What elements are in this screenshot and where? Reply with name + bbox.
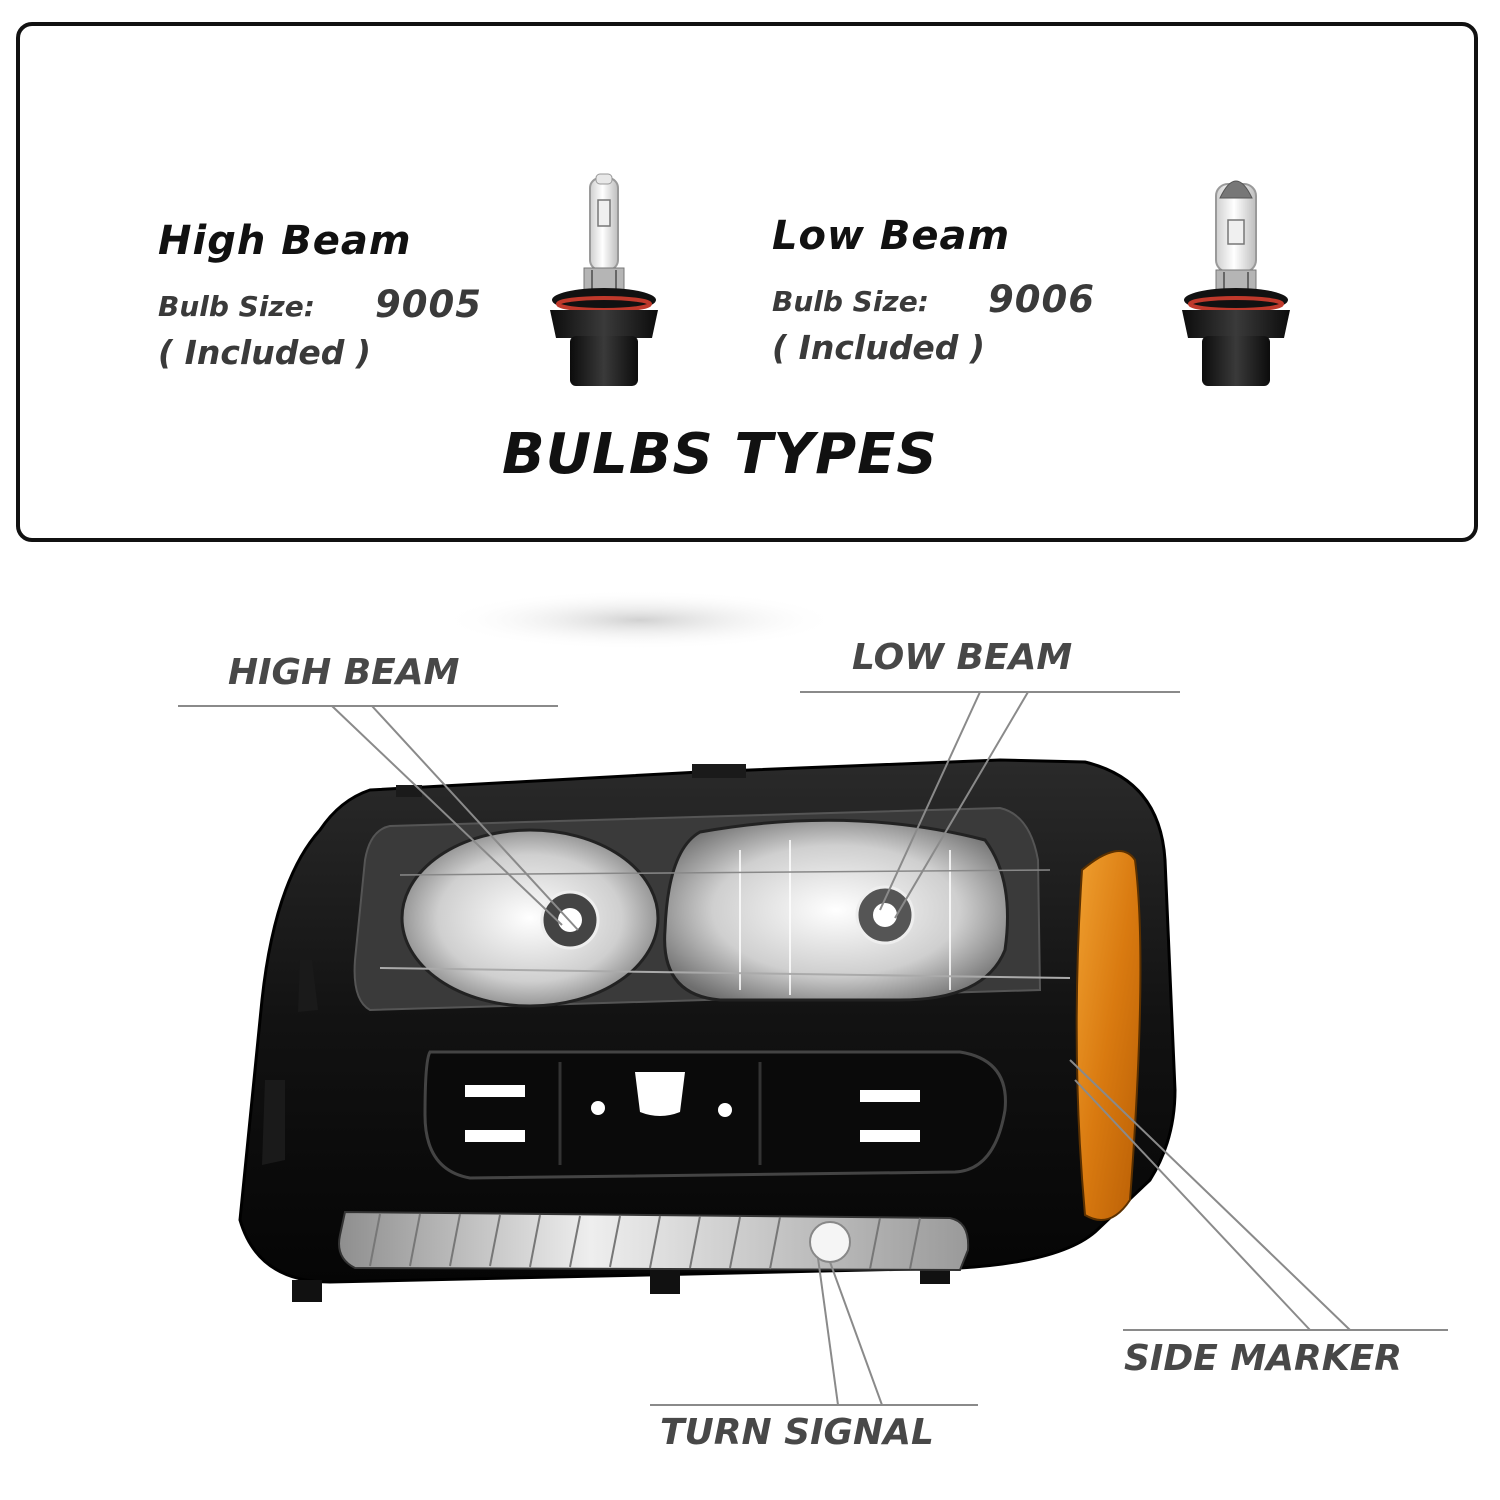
section-title: BULBS TYPES — [502, 422, 938, 487]
low-beam-title: Low Beam — [772, 213, 1011, 259]
callout-side-marker: SIDE MARKER — [1124, 1338, 1402, 1379]
callout-high-beam: HIGH BEAM — [228, 652, 460, 693]
callout-turn-signal: TURN SIGNAL — [660, 1412, 934, 1453]
high-beam-size-value: 9005 — [375, 283, 482, 326]
bulb-9005-icon — [550, 173, 658, 386]
high-beam-size-label: Bulb Size: — [158, 290, 315, 323]
bulb-9006-icon — [1182, 180, 1290, 386]
low-beam-size-value: 9006 — [988, 278, 1095, 321]
low-beam-size-label: Bulb Size: — [772, 285, 929, 318]
callout-low-beam: LOW BEAM — [852, 637, 1073, 678]
high-beam-title: High Beam — [158, 218, 412, 264]
low-beam-included: ( Included ) — [772, 328, 985, 367]
high-beam-included: ( Included ) — [158, 333, 371, 372]
